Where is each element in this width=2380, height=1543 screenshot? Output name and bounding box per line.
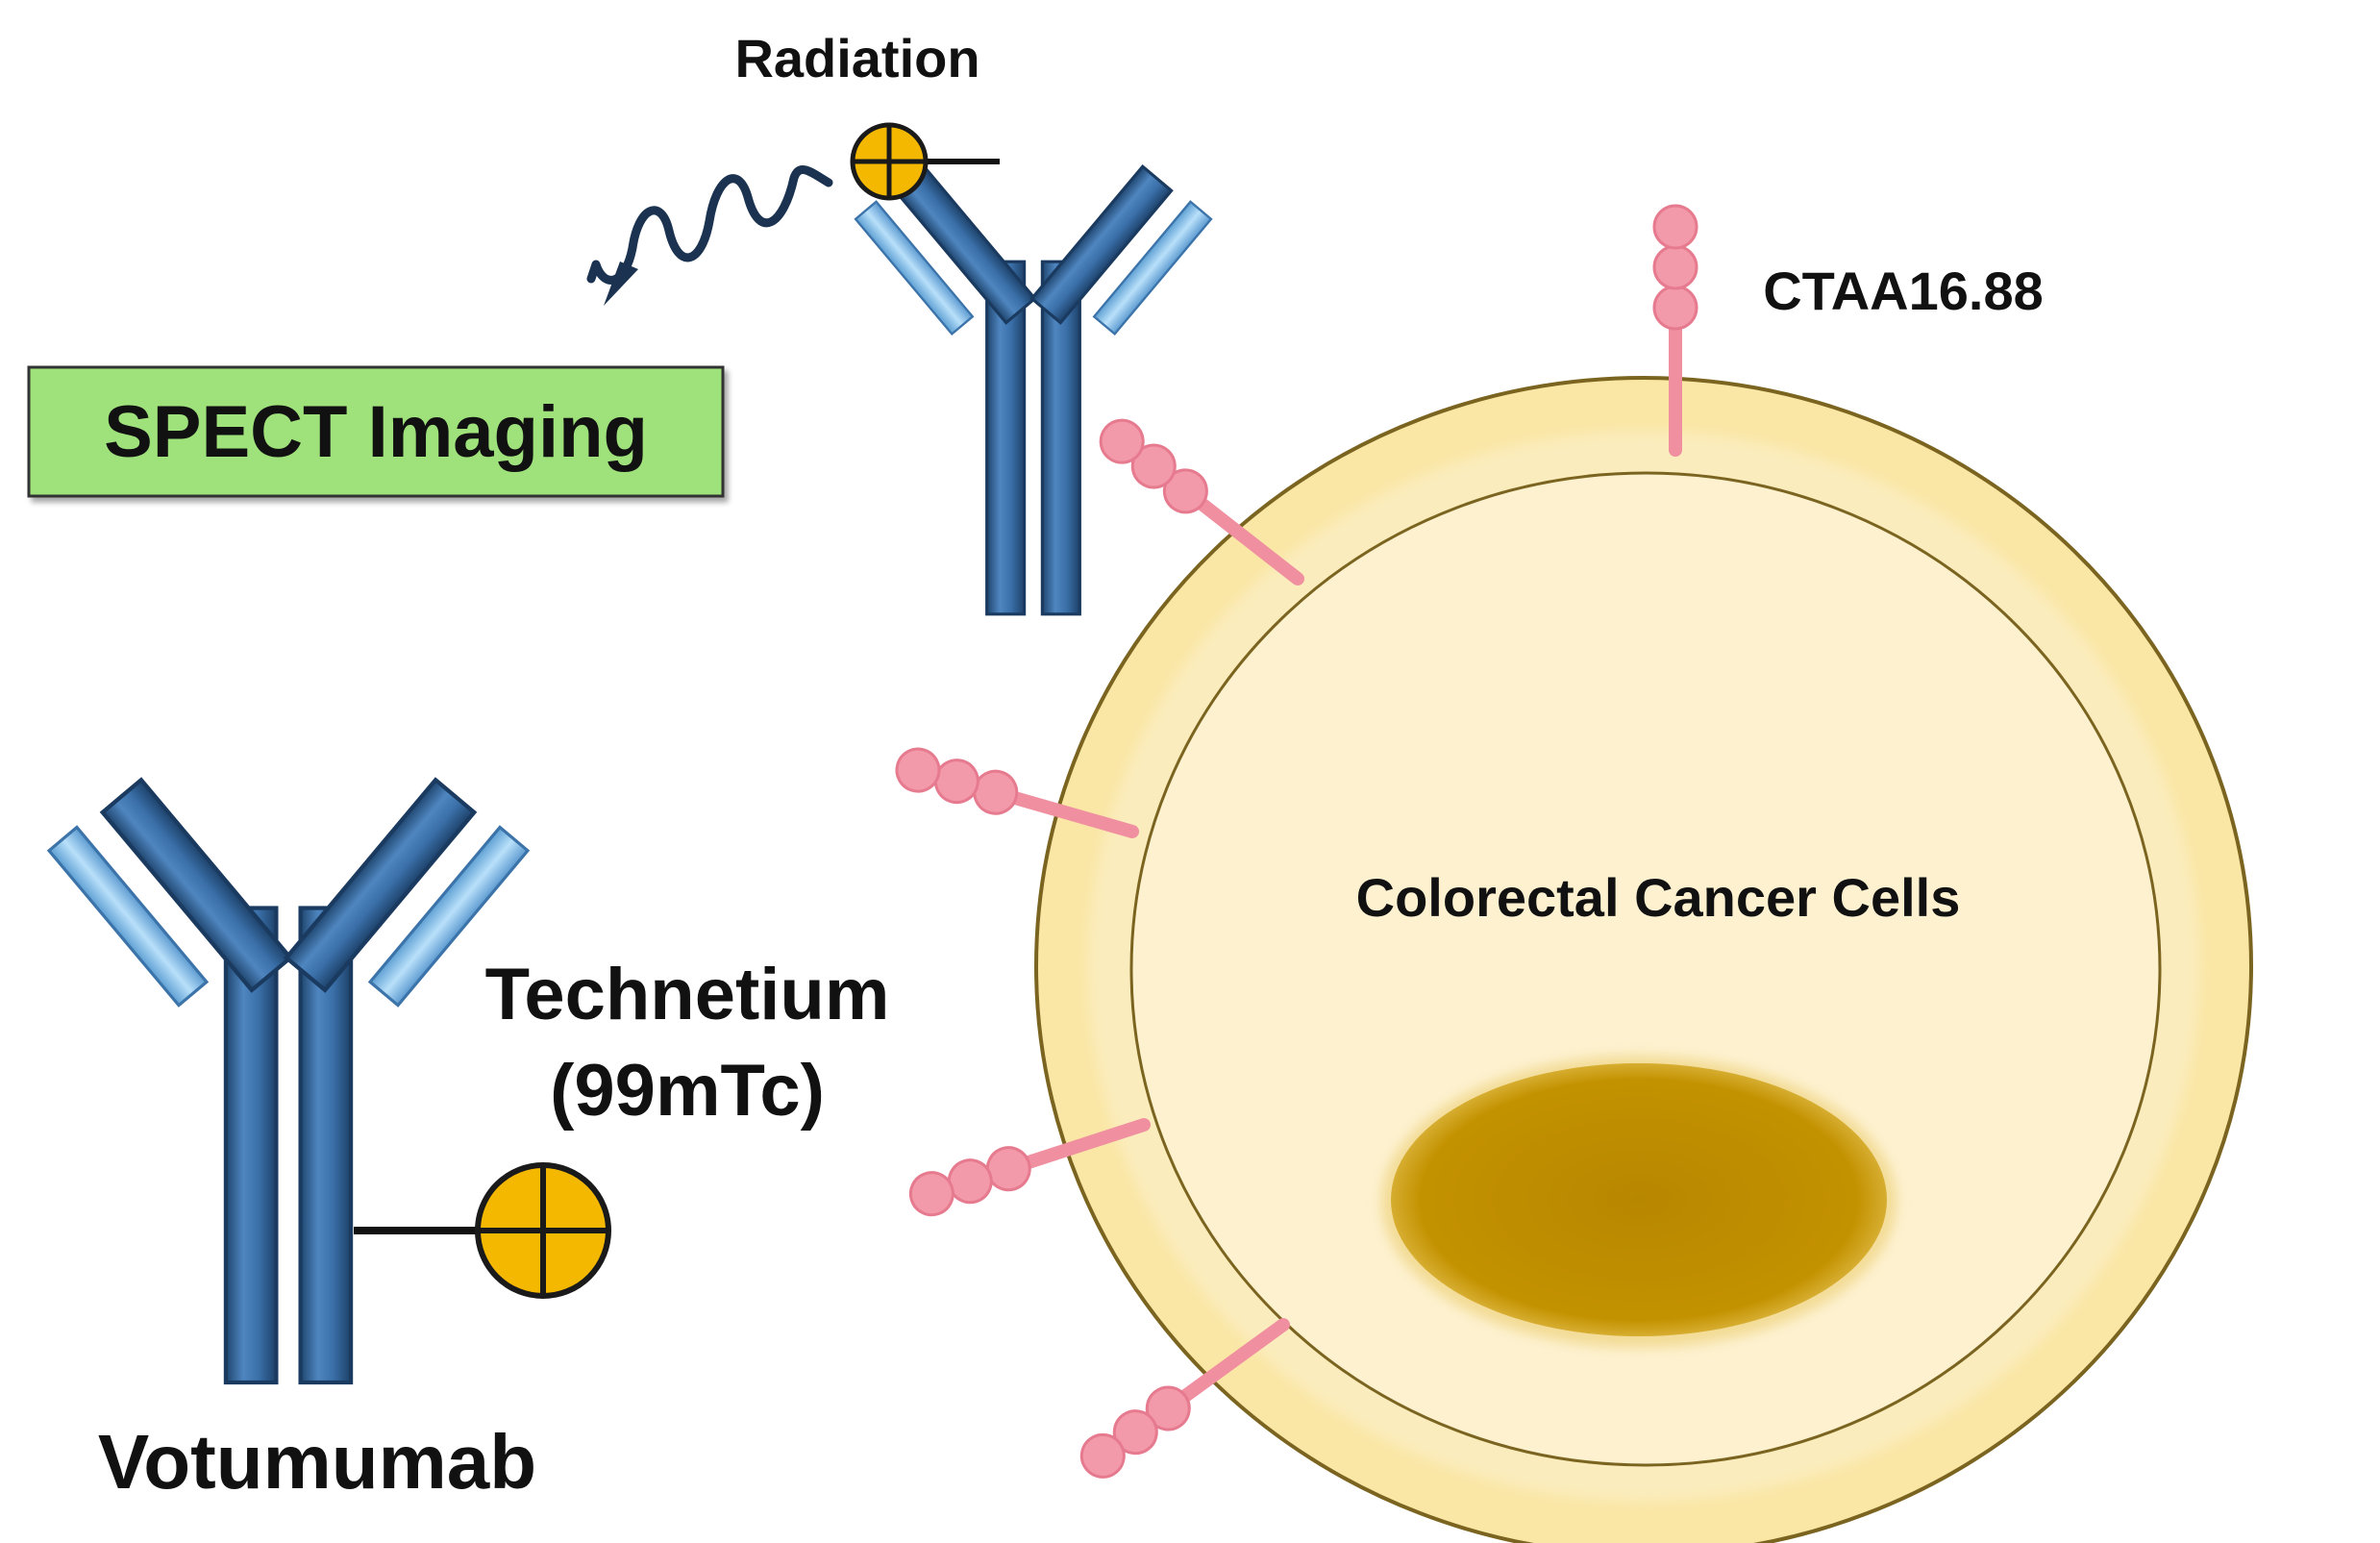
nucleus	[1381, 1056, 1897, 1348]
isotope-label-line2: (99mTc)	[550, 1050, 825, 1132]
spect-imaging-label: SPECT Imaging	[104, 391, 648, 473]
isotope-label-line1: Technetium	[485, 954, 890, 1035]
antigen-label: CTAA16.88	[1763, 261, 2044, 321]
radiation-wave-icon	[586, 165, 833, 306]
cell-label: Colorectal Cancer Cells	[1356, 867, 1961, 928]
radioisotope-icon	[850, 122, 1000, 201]
radiation-label: Radiation	[734, 28, 979, 88]
antibody-icon	[49, 780, 528, 1382]
antibody-label: Votumumab	[98, 1419, 536, 1505]
spect-imaging-box: SPECT Imaging	[27, 365, 725, 498]
antibody-icon	[854, 164, 1213, 616]
radioisotope-icon	[354, 1162, 611, 1299]
cancer-cell	[1034, 376, 2253, 1543]
